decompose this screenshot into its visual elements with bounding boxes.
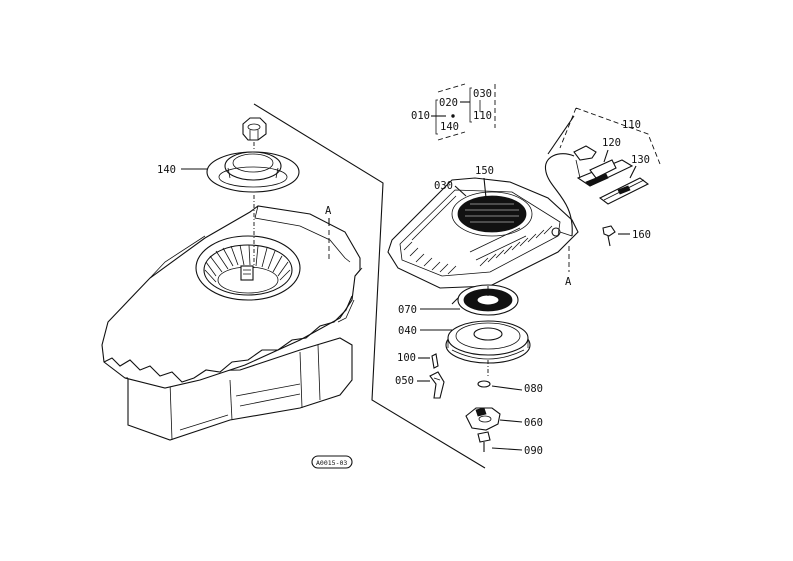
bolt-160-part: [602, 225, 616, 247]
label-140-ref: 140: [440, 121, 459, 133]
label-100: 100: [397, 352, 416, 364]
label-030-ref: 030: [473, 88, 492, 100]
spring-070-part: [451, 284, 519, 316]
label-060: 060: [524, 417, 543, 429]
label-130: 130: [631, 154, 650, 166]
label-050: 050: [395, 375, 414, 387]
screw-090-part: [477, 431, 491, 452]
marker-a-left: A: [325, 205, 332, 262]
label-030: 030: [434, 180, 453, 192]
label-010: 010: [411, 110, 430, 122]
label-110-ref: 110: [473, 110, 492, 122]
marker-a-right: A: [565, 246, 572, 288]
svg-text:A: A: [565, 276, 572, 288]
label-160: 160: [632, 229, 651, 241]
starter-handle-part: [573, 145, 650, 205]
assembly-boundary: [253, 103, 486, 469]
label-090: 090: [524, 445, 543, 457]
pawl-spring-050-part: [429, 371, 445, 399]
washer-080-part: [477, 380, 491, 388]
svg-text:A: A: [325, 205, 332, 217]
fan-blades: [204, 244, 291, 283]
label-150: 150: [475, 165, 494, 177]
pawl-100-part: [431, 353, 439, 369]
label-110: 110: [622, 119, 641, 131]
starter-rope: [544, 153, 575, 237]
reel-040-part: [445, 320, 531, 364]
label-070: 070: [398, 304, 417, 316]
starter-pulley-part: [206, 151, 300, 193]
drawing-code-badge: A0015-03: [311, 455, 353, 469]
starter-cover-part: [387, 177, 579, 289]
reference-group: 010 020 140 030 110: [411, 83, 496, 141]
label-020: 020: [439, 97, 458, 109]
drawing-code: A0015-03: [316, 459, 347, 467]
nut-part: [242, 117, 267, 141]
label-140: 140: [157, 164, 176, 176]
ratchet-060-part: [465, 407, 501, 431]
label-080: 080: [524, 383, 543, 395]
label-120: 120: [602, 137, 621, 149]
engine-shroud: [101, 205, 363, 441]
label-040: 040: [398, 325, 417, 337]
